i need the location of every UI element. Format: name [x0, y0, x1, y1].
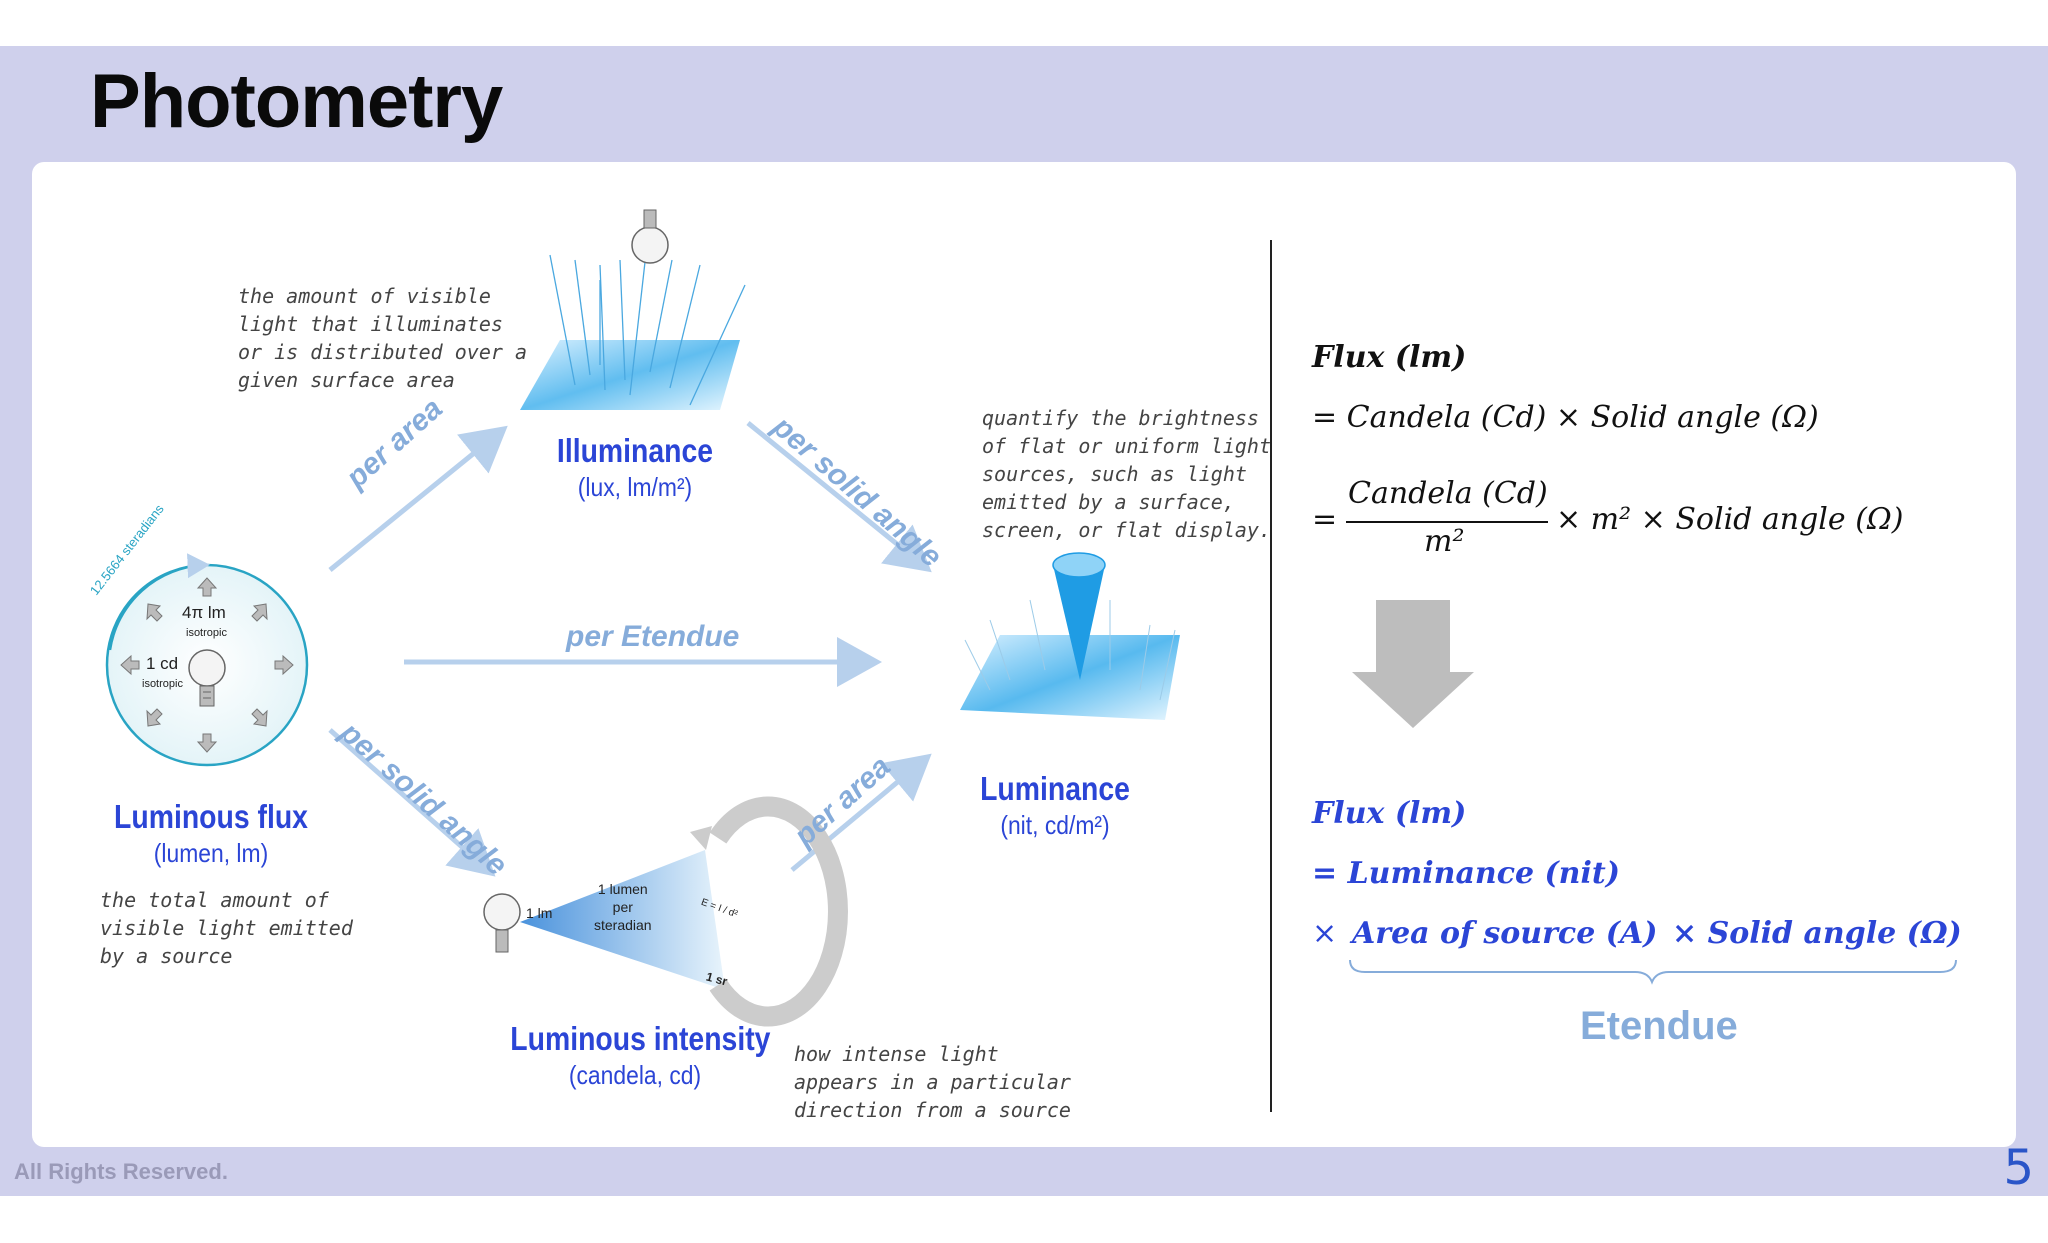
arrow-illuminance-to-luminance	[746, 421, 932, 573]
vertical-divider	[1270, 240, 1272, 1112]
eq2-solid-angle: × Solid angle (Ω)	[1672, 916, 1962, 951]
sphere-inner-sub: isotropic	[142, 678, 183, 690]
cone-center-label: 1 lumen per steradian	[594, 881, 652, 933]
eq1-line2: = Candela (Cd) × Solid angle (Ω)	[1312, 400, 1819, 435]
arrow-flux-to-intensity	[328, 728, 496, 877]
luminance-figure	[960, 552, 1180, 720]
node-title-luminous-intensity: Luminous intensity	[510, 1020, 771, 1057]
desc-luminous-intensity: how intense light appears in a particula…	[794, 1042, 1071, 1122]
eq2-times: ×	[1312, 916, 1338, 951]
sphere-inner-label: 1 cd	[146, 654, 179, 673]
down-arrow	[1352, 600, 1474, 728]
etendue-brace	[1349, 959, 1957, 985]
node-title-luminous-flux: Luminous flux	[114, 798, 308, 835]
node-title-luminance: Luminance	[980, 770, 1130, 807]
illuminance-figure	[520, 209, 746, 410]
eq2-lhs: Flux (lm)	[1312, 796, 1467, 831]
node-unit-illuminance: (lux, lm/m²)	[577, 472, 693, 502]
arrow-flux-to-illuminance	[328, 425, 508, 572]
eq2-area: Area of source (A)	[1352, 916, 1658, 951]
intensity-cone-figure	[483, 796, 848, 1027]
node-unit-luminance: (nit, cd/m²)	[1000, 810, 1110, 840]
footer-copyright: All Rights Reserved.	[14, 1159, 228, 1184]
sphere-outer-label: 4π lm	[182, 603, 226, 622]
etendue-label: Etendue	[1580, 1004, 1738, 1048]
eq1-frac-numerator: Candela (Cd)	[1348, 476, 1548, 511]
desc-luminous-flux: the total amount of visible light emitte…	[100, 888, 353, 968]
node-unit-luminous-flux: (lumen, lm)	[153, 838, 269, 868]
desc-illuminance: the amount of visible light that illumin…	[238, 284, 527, 392]
node-title-illuminance: Illuminance	[556, 432, 714, 469]
slide-title: Photometry	[90, 59, 503, 144]
node-unit-luminous-intensity: (candela, cd)	[568, 1060, 702, 1090]
eq1-rest: × m² × Solid angle (Ω)	[1556, 502, 1904, 537]
eq2-line2: = Luminance (nit)	[1312, 856, 1620, 891]
sphere-outer-sub: isotropic	[186, 627, 227, 639]
page-number: 5	[2003, 1140, 2034, 1196]
eq1-frac-denominator: m²	[1424, 524, 1465, 559]
desc-luminance: quantify the brightness of flat or unifo…	[982, 406, 1271, 542]
edge-label-flux-to-luminance: per Etendue	[566, 620, 740, 653]
eq1-equals: =	[1312, 502, 1338, 537]
eq1-lhs: Flux (lm)	[1312, 340, 1467, 375]
isotropic-sphere-figure	[105, 553, 309, 767]
cone-source-label: 1 lm	[526, 905, 553, 921]
arrow-intensity-to-luminance	[790, 753, 932, 872]
